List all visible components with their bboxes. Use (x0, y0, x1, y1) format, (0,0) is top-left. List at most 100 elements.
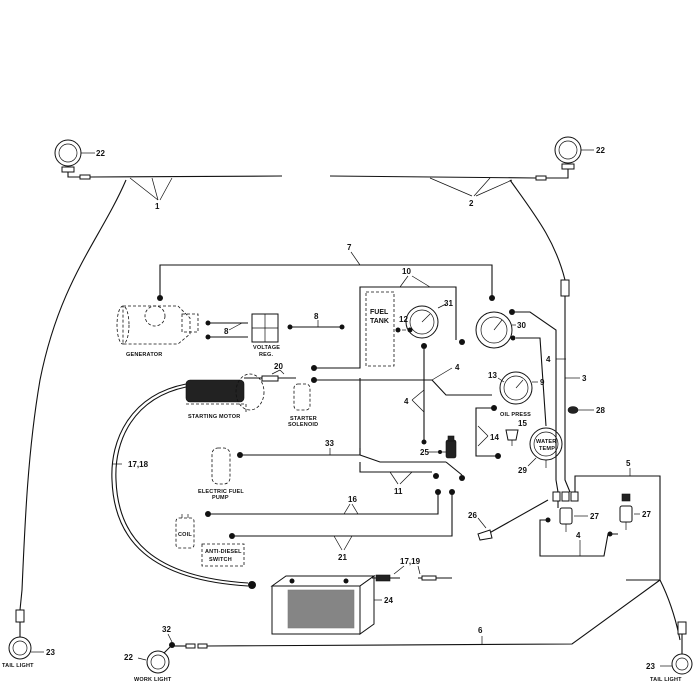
tail-light-right (660, 621, 693, 675)
callout-17-18: 17,18 (128, 460, 149, 469)
callout-14-leader (477, 425, 489, 447)
starting-motor-label: STARTING MOTOR (188, 414, 240, 420)
fuel-tank (365, 291, 395, 367)
harness-7 (157, 251, 495, 301)
fuel-tank-label-2: TANK (370, 318, 389, 325)
wire-16 (205, 489, 441, 517)
wire-4-senders (411, 343, 501, 459)
relay-27-right (619, 493, 640, 530)
tail-light-left-label: TAIL LIGHT (2, 663, 34, 669)
fuel-gauge (395, 303, 447, 339)
starter-solenoid-label-2: SOLENOID (288, 422, 318, 428)
callout-22-work: 22 (124, 653, 133, 662)
callout-27-right: 27 (642, 510, 651, 519)
callout-24: 24 (384, 596, 393, 605)
cable-17-18 (111, 383, 256, 589)
callout-3: 3 (582, 374, 587, 383)
voltage-reg-label-1: VOLTAGE (253, 345, 280, 351)
oil-pressure-sender (505, 429, 519, 446)
voltage-regulator (251, 313, 279, 343)
callout-23-left: 23 (46, 648, 55, 657)
callout-1: 1 (155, 202, 160, 211)
starter-solenoid (293, 383, 311, 411)
callout-4-b: 4 (404, 397, 409, 406)
harness-1 (21, 172, 283, 591)
ammeter (475, 311, 516, 349)
wire-33 (237, 378, 446, 463)
wire-8-gen-reg (205, 320, 248, 340)
callout-25: 25 (420, 448, 429, 457)
wire-11 (359, 461, 465, 485)
harness-4-right (509, 309, 566, 493)
relay-27-left (557, 501, 588, 532)
callout-16: 16 (348, 495, 357, 504)
callout-27-left: 27 (590, 512, 599, 521)
callout-6: 6 (478, 626, 483, 635)
fuel-tank-label-1: FUEL (370, 309, 389, 316)
starter-solenoid-label-1: STARTER (290, 416, 317, 422)
coil-label: COIL (178, 532, 192, 538)
callout-17-19: 17,19 (400, 557, 421, 566)
wire-ammeter-feed (516, 337, 547, 427)
callout-15: 15 (518, 419, 527, 428)
water-temp-gauge (527, 427, 563, 468)
generator (116, 305, 199, 345)
callout-11: 11 (394, 487, 403, 496)
ignition-switch (428, 435, 457, 459)
callout-21: 21 (338, 553, 347, 562)
wire-21 (229, 489, 455, 551)
callout-32-leader (167, 633, 173, 643)
callout-8-right: 8 (314, 312, 319, 321)
water-temp-label-2: TEMP (539, 446, 555, 452)
wire-26 (477, 499, 549, 541)
anti-diesel-label-2: SWITCH (209, 557, 232, 563)
harness-10 (311, 275, 465, 371)
electric-fuel-pump (211, 447, 231, 485)
harness-2 (329, 169, 570, 297)
work-light (137, 642, 175, 674)
item-28 (567, 406, 594, 414)
callout-4-d: 4 (576, 531, 581, 540)
callout-22-right: 22 (596, 146, 605, 155)
wire-20 (244, 369, 296, 382)
work-light-label: WORK LIGHT (134, 677, 172, 683)
headlight-left (54, 139, 95, 173)
water-temp-label-1: WATER (536, 439, 556, 445)
connector-blocks (552, 491, 579, 502)
callout-12: 12 (399, 315, 408, 324)
battery (270, 575, 382, 635)
anti-diesel-switch (201, 543, 245, 567)
callout-22-left: 22 (96, 149, 105, 158)
voltage-reg-label-2: REG. (259, 352, 274, 358)
wire-4-relays (539, 517, 618, 557)
callout-2: 2 (469, 199, 474, 208)
callout-31: 31 (444, 299, 453, 308)
headlight-right (554, 136, 594, 170)
tail-light-right-label: TAIL LIGHT (650, 677, 682, 683)
cable-17-19 (372, 565, 452, 582)
callout-7: 7 (347, 243, 352, 252)
callout-5: 5 (626, 459, 631, 468)
generator-label: GENERATOR (126, 352, 162, 358)
wire-8-reg-right (287, 320, 345, 330)
callout-30: 30 (517, 321, 526, 330)
harness-5 (574, 468, 661, 581)
callout-10: 10 (402, 267, 411, 276)
electric-fuel-pump-label-2: PUMP (212, 495, 229, 501)
wire-4-feed (311, 367, 492, 396)
callout-13: 13 (488, 371, 497, 380)
callout-8-left: 8 (224, 327, 229, 336)
oil-press-label: OIL PRESS (500, 412, 531, 418)
starting-motor (185, 373, 265, 412)
harness-6 (174, 579, 681, 649)
oil-pressure-gauge (497, 371, 538, 405)
callout-26: 26 (468, 511, 477, 520)
anti-diesel-label-1: ANTI-DIESEL (205, 549, 242, 555)
callout-33: 33 (325, 439, 334, 448)
coil (175, 514, 195, 549)
callout-14: 14 (490, 433, 499, 442)
callout-32: 32 (162, 625, 171, 634)
callout-4-c: 4 (546, 355, 551, 364)
harness-3 (564, 296, 580, 493)
